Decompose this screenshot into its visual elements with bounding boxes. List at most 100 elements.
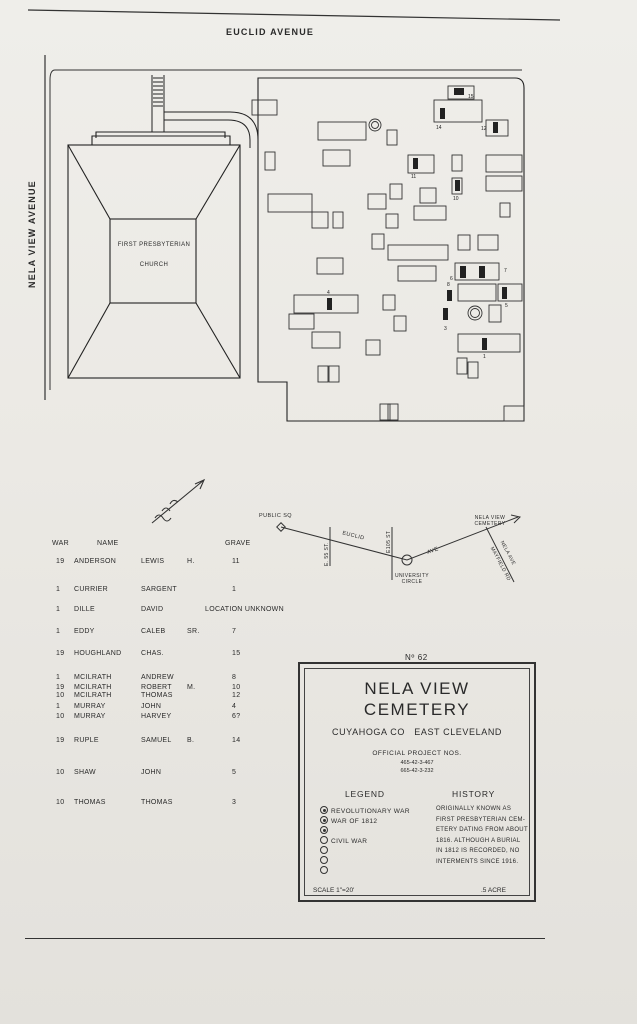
last-name-cell: CURRIER — [74, 586, 108, 593]
war-cell: 1 — [56, 703, 61, 710]
county: CUYAHOGA CO — [331, 727, 405, 737]
locator-university-circle: UNIVERSITY CIRCLE — [395, 573, 430, 585]
corner-curve — [49, 69, 56, 390]
project-number-2: 665-42-3-232 — [400, 768, 434, 774]
last-name-cell: MCILRATH — [74, 692, 112, 699]
legend-circle-icon — [320, 836, 328, 844]
bottom-rule — [25, 938, 545, 939]
legend-item: REVOLUTIONARY WAR — [320, 806, 410, 815]
legend-item — [320, 826, 331, 835]
legend-circle-icon — [320, 806, 328, 814]
title-line2: CEMETERY — [363, 700, 471, 719]
header-grave: GRAVE — [225, 540, 251, 547]
grave-cell: 8 — [232, 674, 237, 681]
war-cell: 1 — [56, 628, 61, 635]
war-cell: 10 — [56, 799, 65, 806]
locator-map — [276, 514, 521, 583]
history-line: ORIGINALLY KNOWN AS — [436, 806, 512, 812]
first-name-cell: HARVEY — [141, 713, 172, 720]
last-name-cell: RUPLE — [74, 737, 99, 744]
project-number-1: 465-42-3-467 — [400, 760, 434, 766]
last-name-cell: THOMAS — [74, 799, 106, 806]
last-name-cell: MCILRATH — [74, 684, 112, 691]
grave-markers — [251, 85, 525, 422]
grave-cell: 5 — [232, 769, 237, 776]
legend-item — [320, 866, 331, 875]
nela-view-avenue-label: NELA VIEW AVENUE — [27, 180, 37, 288]
legend-circle-icon — [320, 846, 328, 854]
grave-circles — [368, 118, 483, 321]
grave-cell: 11 — [232, 558, 240, 565]
legend-item — [320, 846, 331, 855]
locator-e105: E105 ST — [386, 530, 392, 553]
euclid-avenue-line — [27, 9, 561, 21]
plot-number: 7 — [504, 268, 507, 274]
war-cell: 10 — [56, 692, 65, 699]
last-name-cell: SHAW — [74, 769, 96, 776]
county-city-line: CUYAHOGA CO EAST CLEVELAND — [305, 727, 529, 737]
legend-item — [320, 856, 331, 865]
grave-cell: 4 — [232, 703, 237, 710]
grave-cell: 15 — [232, 650, 241, 657]
plot-number: 15 — [468, 94, 474, 100]
war-cell: 1 — [56, 674, 61, 681]
history-line: IN 1812 IS RECORDED, NO — [436, 848, 520, 854]
legend-label: REVOLUTIONARY WAR — [331, 808, 410, 815]
grave-cell: 3 — [232, 799, 237, 806]
church-label-line2: CHURCH — [139, 262, 169, 268]
history-line: FIRST PRESBYTERIAN CEM- — [436, 816, 526, 823]
legend-circle-icon — [320, 816, 328, 824]
legend-circle-icon — [320, 866, 328, 874]
locator-public-sq: PUBLIC SQ — [259, 513, 292, 519]
last-name-cell: HOUGHLAND — [74, 650, 122, 657]
first-name-cell: THOMAS — [141, 692, 173, 699]
legend-label: WAR OF 1812 — [331, 818, 378, 825]
first-name-cell: ROBERT — [141, 684, 172, 691]
first-name-cell: SARGENT — [141, 586, 177, 593]
plot-number: 1 — [483, 354, 486, 360]
first-name-cell: CHAS. — [141, 650, 164, 657]
church-walkway — [151, 75, 259, 382]
euclid-avenue-label: EUCLID AVENUE — [226, 27, 315, 37]
grave-cell: 10 — [232, 684, 241, 691]
scale-label: SCALE 1"=20' — [313, 887, 355, 894]
title-line1: NELA VIEW — [364, 679, 470, 698]
middle-initial-cell: B. — [187, 737, 195, 744]
legend-title: LEGEND — [345, 789, 385, 799]
legend-item: CIVIL WAR — [320, 836, 367, 845]
plot-number: 14 — [436, 125, 442, 131]
plot-number: 8 — [447, 282, 450, 288]
table-header: WAR NAME GRAVE — [52, 540, 312, 550]
locator-cemetery: NELA VIEW CEMETERY — [474, 515, 506, 527]
grave-cell: 6? — [232, 713, 241, 720]
first-name-cell: JOHN — [141, 703, 162, 710]
numbered-headstones — [327, 88, 507, 350]
north-arrow — [151, 478, 206, 524]
last-name-cell: EDDY — [74, 628, 95, 635]
legend-circle-icon — [320, 826, 328, 834]
war-cell: 19 — [56, 558, 65, 565]
war-cell: 10 — [56, 713, 65, 720]
table-row: 10 MURRAY HARVEY 6? — [52, 713, 312, 723]
city: EAST CLEVELAND — [414, 727, 503, 737]
projects-label: OFFICIAL PROJECT NOS. — [372, 750, 462, 757]
map-number: Nº 62 — [405, 653, 428, 662]
last-name-cell: DILLE — [74, 606, 95, 613]
plot-number: 4 — [327, 290, 330, 296]
first-name-cell: ANDREW — [141, 674, 174, 681]
last-name-cell: MURRAY — [74, 713, 106, 720]
grave-cell: 14 — [232, 737, 241, 744]
war-cell: 19 — [56, 684, 65, 691]
last-name-cell: MCILRATH — [74, 674, 112, 681]
plot-number: 3 — [444, 326, 447, 332]
legend-item: WAR OF 1812 — [320, 816, 377, 825]
